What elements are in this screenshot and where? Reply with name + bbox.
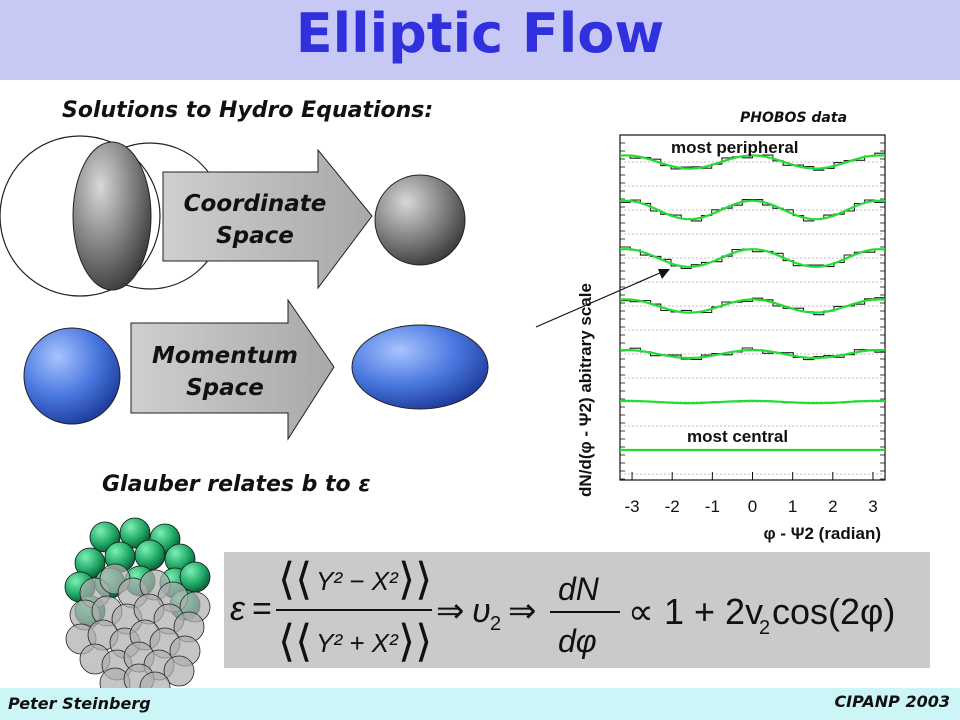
formula-denominator: Y² + X²: [316, 628, 399, 658]
hydro-subtitle: Solutions to Hydro Equations:: [62, 98, 434, 123]
slide-title: Elliptic Flow: [295, 2, 665, 65]
nucleon-green: [134, 539, 166, 571]
formula-proportional: ∝: [628, 591, 654, 632]
grey-sphere: [374, 174, 466, 266]
chart-fit-curve: [619, 199, 886, 221]
title-bar: [0, 0, 960, 80]
glauber-nucleus: [64, 517, 211, 695]
chart-fit-curve: [619, 248, 886, 268]
pointer-arrow: [535, 269, 670, 328]
chart-fit-curve: [619, 298, 886, 314]
footer-conference: CIPANP 2003: [834, 692, 950, 711]
svg-text:2: 2: [490, 613, 501, 635]
formula-numerator: Y² − X²: [316, 566, 399, 596]
coordinate-label: Coordinate Space: [183, 191, 327, 249]
chart-xtick-label: 1: [788, 497, 797, 516]
blue-sphere: [23, 327, 121, 425]
formula-implies-1: ⇒: [436, 592, 465, 630]
formula-rhs: 1 + 2v: [664, 591, 763, 632]
formula-v2: υ: [472, 592, 491, 630]
chart-bottom-label: most central: [687, 427, 788, 446]
hydro-illustration: [0, 135, 489, 441]
chart-xlabel: φ - Ψ2 (radian): [763, 524, 881, 543]
flow-formula: ε = ⟨⟨ Y² − X² ⟩⟩ ⟨⟨ Y² + X² ⟩⟩ ⇒ υ 2 ⇒ …: [230, 555, 895, 666]
svg-text:⟩⟩: ⟩⟩: [398, 555, 432, 604]
flow-chart: -3 -2 -1 0 1 2 3 dN/d(φ - Ψ2) abitrary scale m…: [576, 134, 886, 543]
formula-dN: dN: [558, 571, 600, 607]
svg-text:=: =: [252, 590, 272, 628]
chart-fit-curve: [619, 348, 886, 360]
overlap-almond: [72, 141, 152, 291]
chart-xtick-label: -1: [705, 497, 720, 516]
momentum-label: Momentum Space: [152, 343, 298, 401]
chart-data-series: [620, 199, 885, 222]
glauber-text: Glauber relates b to ε: [102, 472, 371, 497]
chart-xtick-label: 3: [868, 497, 877, 516]
footer-bar: [0, 688, 960, 720]
svg-text:⟨⟨: ⟨⟨: [278, 555, 312, 604]
chart-xtick-label: 2: [828, 497, 837, 516]
blue-ellipse: [351, 324, 489, 410]
phobos-label: PHOBOS data: [740, 110, 848, 126]
chart-fit-curve: [619, 154, 886, 170]
formula-dphi: dφ: [558, 623, 597, 659]
chart-xtick-label: 0: [748, 497, 757, 516]
formula-cos: cos(2φ): [772, 591, 895, 632]
chart-fit-curve: [619, 399, 886, 405]
chart-xtick-label: -2: [665, 497, 680, 516]
chart-top-label: most peripheral: [671, 138, 799, 157]
footer-author: Peter Steinberg: [8, 694, 151, 713]
svg-text:⟨⟨: ⟨⟨: [278, 617, 312, 666]
formula-epsilon: ε: [230, 590, 246, 628]
nucleon-green: [119, 517, 151, 549]
svg-text:2: 2: [759, 617, 770, 639]
coordinate-arrow: [162, 148, 373, 290]
momentum-arrow: [130, 298, 335, 441]
svg-text:⟩⟩: ⟩⟩: [398, 617, 432, 666]
nucleon-grey: [163, 655, 195, 687]
chart-ylabel: dN/d(φ - Ψ2) abitrary scale: [576, 283, 595, 497]
chart-xtick-label: -3: [624, 497, 639, 516]
formula-implies-2: ⇒: [508, 592, 537, 630]
